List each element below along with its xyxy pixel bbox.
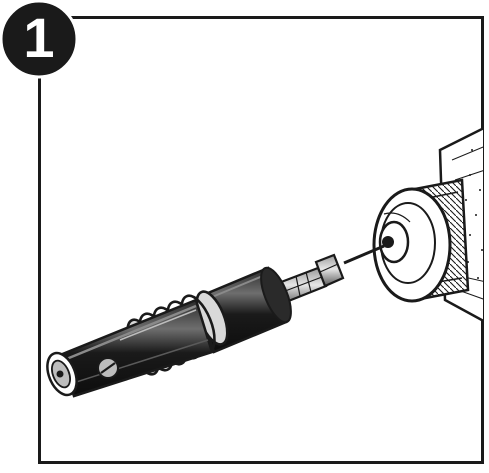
- step-badge: 1: [0, 0, 82, 82]
- insertion-direction-line: [343, 244, 385, 265]
- step-number: 1: [23, 6, 55, 69]
- step-badge-circle: [0, 0, 79, 79]
- pivoting-guide-tip: [46, 298, 214, 398]
- drill-chuck: [372, 178, 470, 303]
